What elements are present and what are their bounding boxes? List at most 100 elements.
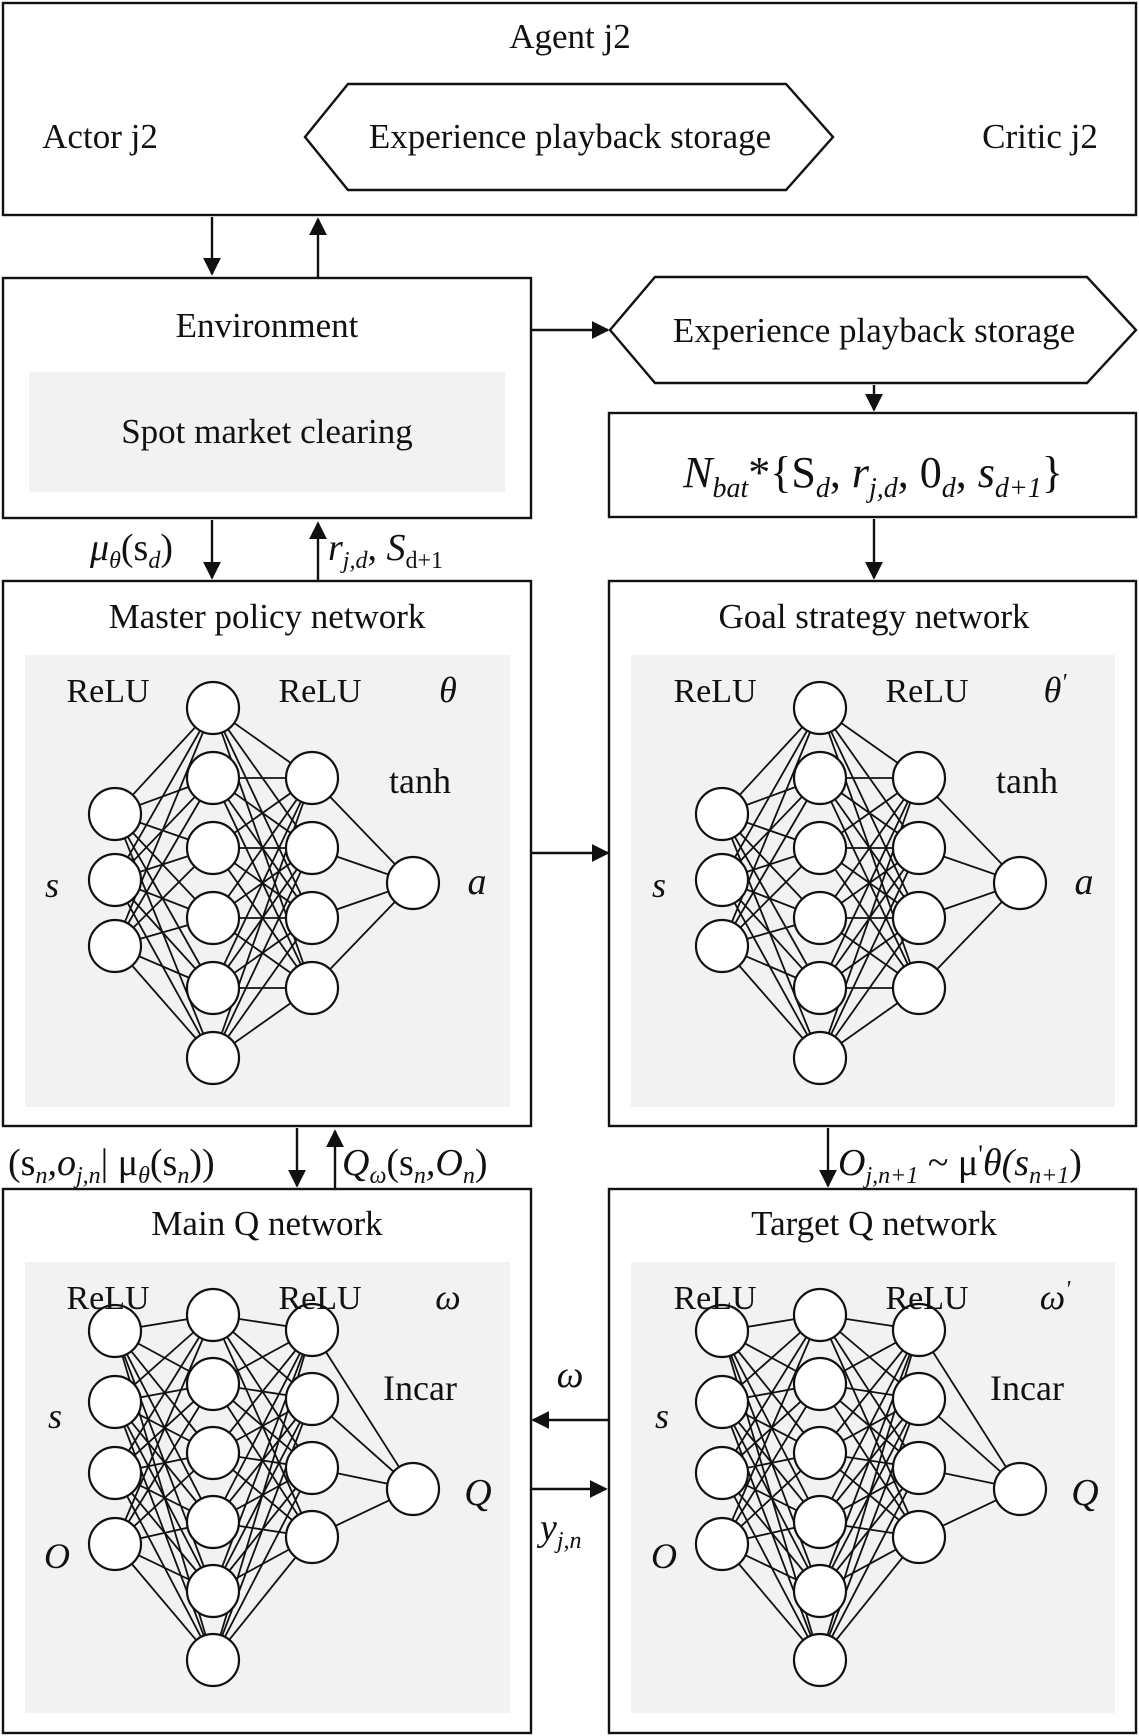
- label-omega-update: ω: [557, 1354, 584, 1396]
- targetq-neuron-layer1: [694, 1445, 750, 1501]
- label-reward-state: rj,d, Sd+1: [328, 527, 443, 574]
- master-activation-2: ReLU: [278, 673, 361, 710]
- targetq-neuron-layer4: [992, 1461, 1048, 1517]
- label-main-q-input: (sn,oj,n| μθ(sn)): [8, 1142, 215, 1189]
- targetq-neuron-layer2: [792, 1632, 848, 1688]
- master-edge: [114, 707, 214, 947]
- targetq-edge: [918, 1329, 1021, 1490]
- goal-edge: [819, 917, 920, 1059]
- spot-market-panel: [29, 372, 505, 492]
- mainq-neuron-layer3: [284, 1371, 340, 1427]
- mainq-neuron-layer2: [185, 1632, 241, 1688]
- targetq-edge: [721, 1314, 821, 1545]
- goal-neuron-layer2: [792, 960, 848, 1016]
- mainq-neuron-layer2: [185, 1425, 241, 1481]
- targetq-edge: [819, 1467, 920, 1661]
- mainq-input-o: O: [44, 1536, 70, 1576]
- mainq-edge: [212, 1329, 313, 1592]
- label-target-action: Oj,n+1 ~ μ'θ(sn+1): [838, 1140, 1082, 1189]
- goal-output-label: a: [1075, 861, 1094, 903]
- targetq-neuron-layer1: [694, 1516, 750, 1572]
- master-policy-title: Master policy network: [109, 597, 426, 636]
- targetq-edge: [819, 1398, 920, 1661]
- master-edge: [114, 813, 214, 1059]
- targetq-neuron-layer1: [694, 1374, 750, 1430]
- master-neuron-layer1: [87, 918, 143, 974]
- batch-formula: Nbat*{Sd, rj,d, 0d, sd+1}: [682, 448, 1063, 504]
- goal-edge: [721, 777, 821, 947]
- goal-neuron-layer3: [891, 820, 947, 876]
- master-neuron-layer4: [385, 855, 441, 911]
- goal-output-activation: tanh: [996, 761, 1058, 801]
- master-edge: [212, 777, 313, 1059]
- targetq-neuron-layer2: [792, 1356, 848, 1412]
- targetq-neuron-layer3: [891, 1371, 947, 1427]
- goal-neuron-layer1: [694, 786, 750, 842]
- mainq-neuron-layer1: [87, 1303, 143, 1359]
- storage-right: Experience playback storage: [608, 275, 1138, 385]
- goal-neuron-layer4: [992, 855, 1048, 911]
- mainq-neuron-layer4: [385, 1461, 441, 1517]
- mainq-neuron-layer1: [87, 1516, 143, 1572]
- mainq-edge: [212, 1467, 313, 1661]
- targetq-edge: [819, 1329, 920, 1523]
- mainq-edge: [114, 1314, 214, 1474]
- mainq-output-label: Q: [464, 1472, 491, 1514]
- master-neuron-layer2: [185, 680, 241, 736]
- targetq-output-activation: Incar: [990, 1368, 1064, 1408]
- agent-storage-hexagon: [303, 82, 835, 192]
- targetq-edge: [819, 1329, 920, 1592]
- targetq-neuron-layer3: [891, 1509, 947, 1565]
- goal-activation-2: ReLU: [885, 673, 968, 710]
- master-neuron-layer2: [185, 890, 241, 946]
- targetq-input-o: O: [651, 1536, 677, 1576]
- goal-edge: [819, 847, 920, 1059]
- mainq-edge: [114, 1383, 214, 1545]
- targetq-neuron-layer2: [792, 1287, 848, 1343]
- goal-edge: [721, 879, 821, 1059]
- goal-input-s: s: [652, 865, 666, 905]
- master-edge: [114, 777, 214, 947]
- goal-neuron-layer3: [891, 750, 947, 806]
- goal-strategy-title: Goal strategy network: [718, 597, 1030, 636]
- goal-neuron-layer1: [694, 852, 750, 908]
- mainq-neuron-layer3: [284, 1509, 340, 1565]
- main-q-title: Main Q network: [151, 1204, 383, 1243]
- master-edge: [114, 707, 214, 881]
- mainq-edge: [311, 1329, 414, 1490]
- targetq-neuron-layer3: [891, 1440, 947, 1496]
- goal-neuron-layer3: [891, 890, 947, 946]
- goal-activation-1: ReLU: [673, 673, 756, 710]
- goal-neuron-layer2: [792, 1030, 848, 1086]
- storage-right-hexagon: [608, 275, 1138, 385]
- master-edge: [212, 847, 313, 1059]
- master-neuron-layer2: [185, 1030, 241, 1086]
- goal-neuron-layer3: [891, 960, 947, 1016]
- master-neuron-layer3: [284, 960, 340, 1016]
- mainq-edge: [212, 1398, 313, 1661]
- master-neuron-layer3: [284, 750, 340, 806]
- master-edge: [212, 777, 313, 989]
- targetq-edge: [721, 1314, 821, 1474]
- label-y-target: yj,n: [536, 1507, 582, 1554]
- goal-neuron-layer2: [792, 820, 848, 876]
- mainq-activation-1: ReLU: [66, 1280, 149, 1317]
- mainq-neuron-layer1: [87, 1445, 143, 1501]
- storage-right-label: Experience playback storage: [673, 311, 1075, 350]
- label-q-value: Qω(sn,On): [342, 1142, 487, 1189]
- master-edge: [212, 777, 313, 919]
- mainq-input-s: s: [48, 1396, 62, 1436]
- spot-market-label: Spot market clearing: [121, 412, 413, 451]
- mainq-edge: [212, 1329, 313, 1523]
- targetq-neuron-layer1: [694, 1303, 750, 1359]
- mainq-neuron-layer2: [185, 1563, 241, 1619]
- targetq-output-label: Q: [1071, 1472, 1098, 1514]
- mainq-neuron-layer2: [185, 1356, 241, 1412]
- agent-title: Agent j2: [509, 17, 631, 56]
- mainq-neuron-layer2: [185, 1287, 241, 1343]
